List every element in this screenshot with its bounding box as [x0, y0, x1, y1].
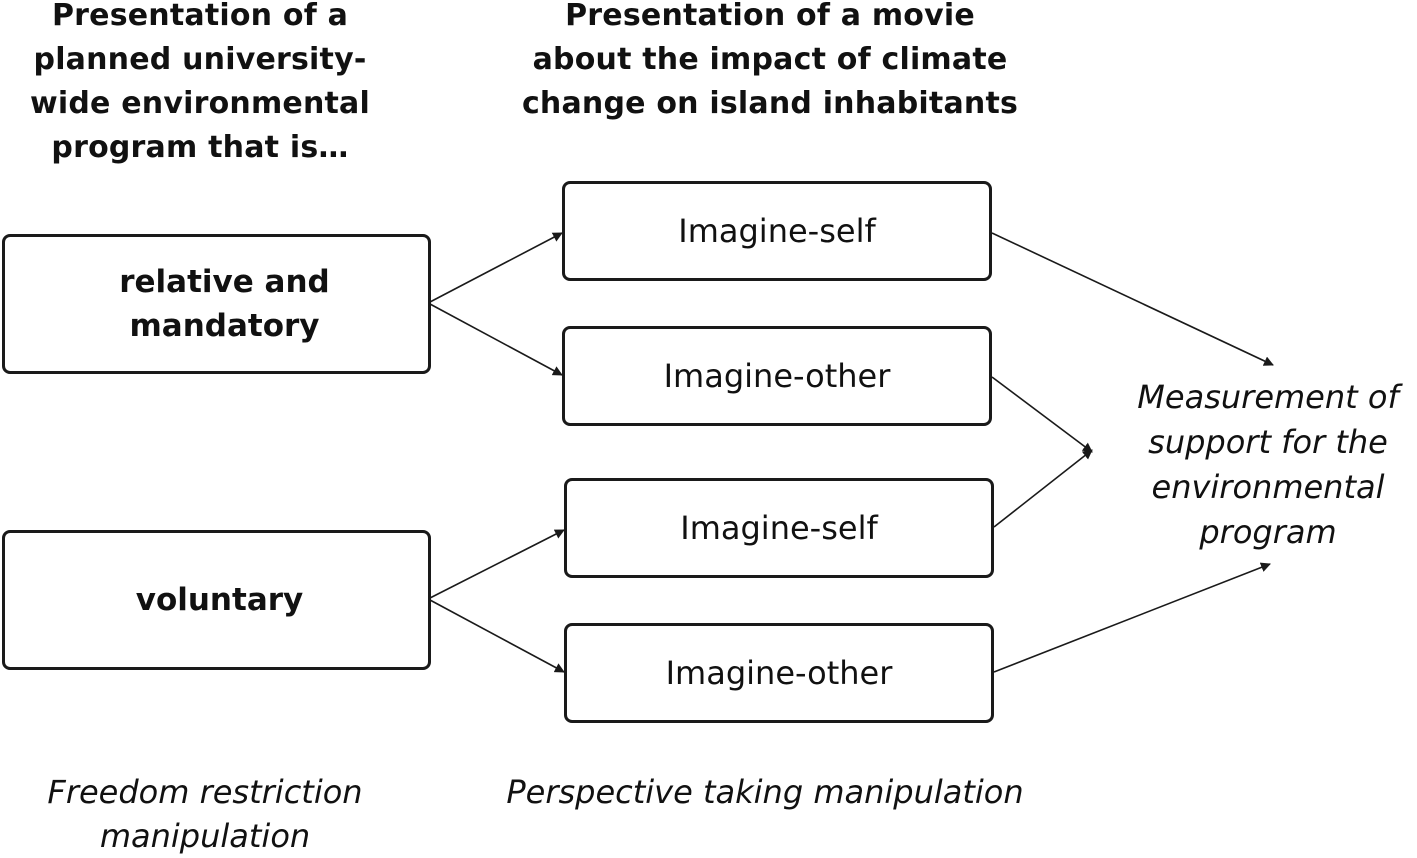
condition-label-voluntary: voluntary: [135, 582, 304, 618]
arrow-voluntary-to-self: [429, 529, 565, 599]
perspective-label: Imagine-other: [663, 357, 891, 395]
arrow-self-1-to-outcome: [991, 232, 1274, 366]
outcome-measurement: Measurement of support for the environme…: [1137, 378, 1399, 551]
condition-box-voluntary: voluntary: [2, 530, 431, 670]
perspective-label: Imagine-self: [680, 509, 878, 547]
arrow-self-2-to-outcome: [993, 449, 1093, 528]
arrow-mandatory-to-other: [429, 303, 563, 376]
caption-freedom-restriction: Freedom restriction manipulation: [47, 773, 363, 855]
perspective-label: Imagine-other: [665, 654, 893, 692]
perspective-box-imagine-other-1: Imagine-other: [562, 326, 992, 426]
arrow-other-1-to-outcome: [991, 376, 1093, 453]
heading-freedom-restriction: Presentation of a planned university- wi…: [29, 0, 370, 165]
condition-box-mandatory: relative and mandatory: [2, 234, 431, 374]
perspective-label: Imagine-self: [678, 212, 876, 250]
arrow-mandatory-to-self: [429, 232, 563, 303]
arrow-other-2-to-outcome: [993, 562, 1271, 673]
condition-label-mandatory: relative and mandatory: [119, 264, 330, 344]
arrow-voluntary-to-other: [429, 599, 565, 673]
caption-perspective-taking: Perspective taking manipulation: [506, 773, 1024, 811]
perspective-box-imagine-self-2: Imagine-self: [564, 478, 994, 578]
perspective-box-imagine-self-1: Imagine-self: [562, 181, 992, 281]
heading-movie-presentation: Presentation of a movie about the impact…: [521, 0, 1019, 121]
perspective-box-imagine-other-2: Imagine-other: [564, 623, 994, 723]
